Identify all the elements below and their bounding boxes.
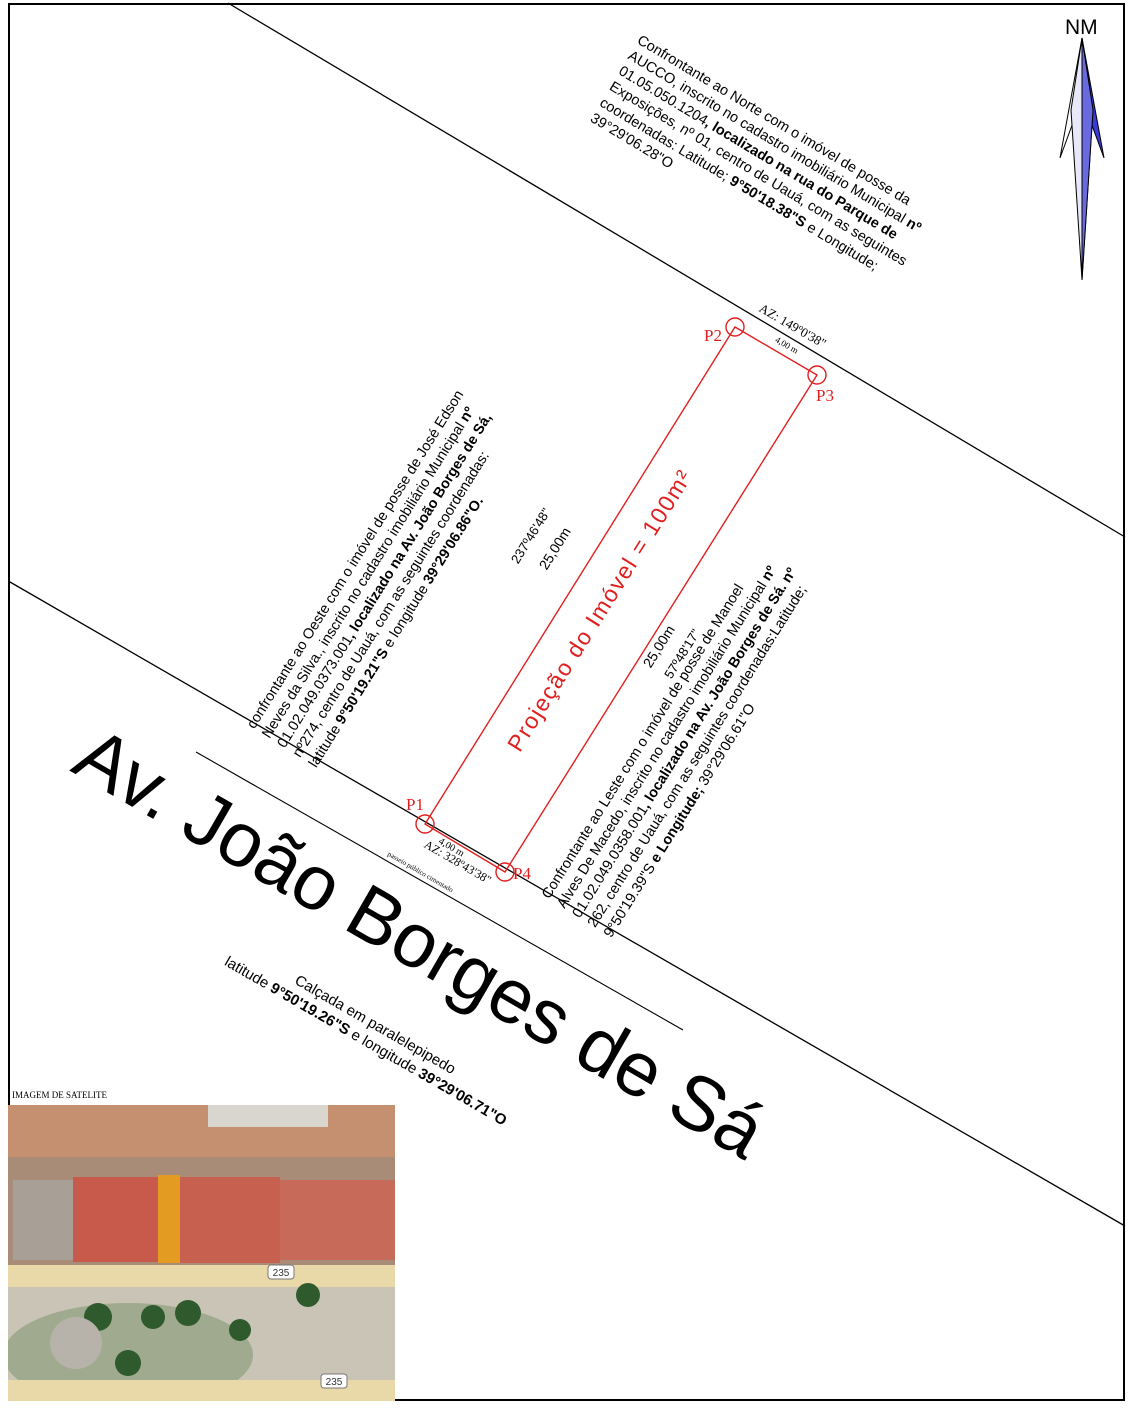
property-outline	[424, 326, 818, 873]
north-arrow-icon	[1059, 37, 1105, 281]
road-badge-2: 235	[326, 1377, 343, 1388]
southern-road-line	[9, 581, 1126, 1227]
vertex-p1-label: P1	[406, 795, 424, 814]
vertex-p3-marker	[807, 365, 827, 385]
vertex-p3-label: P3	[816, 386, 834, 405]
north-label: NM	[1065, 16, 1098, 39]
satellite-label: IMAGEM DE SATELITE	[12, 1090, 107, 1100]
northern-boundary-line	[227, 2, 1126, 538]
vertex-p1-marker	[415, 814, 435, 834]
vertex-p2-label: P2	[704, 326, 722, 345]
street-centerline	[195, 751, 684, 1031]
vertex-p2-marker	[725, 317, 745, 337]
vertex-p4-marker	[495, 862, 515, 882]
map-frame	[8, 3, 1125, 1401]
satellite-image: 235 235	[8, 1105, 395, 1401]
vertex-p4-label: P4	[513, 864, 531, 883]
highlighted-property	[158, 1175, 180, 1263]
road-badge-1: 235	[273, 1268, 290, 1279]
